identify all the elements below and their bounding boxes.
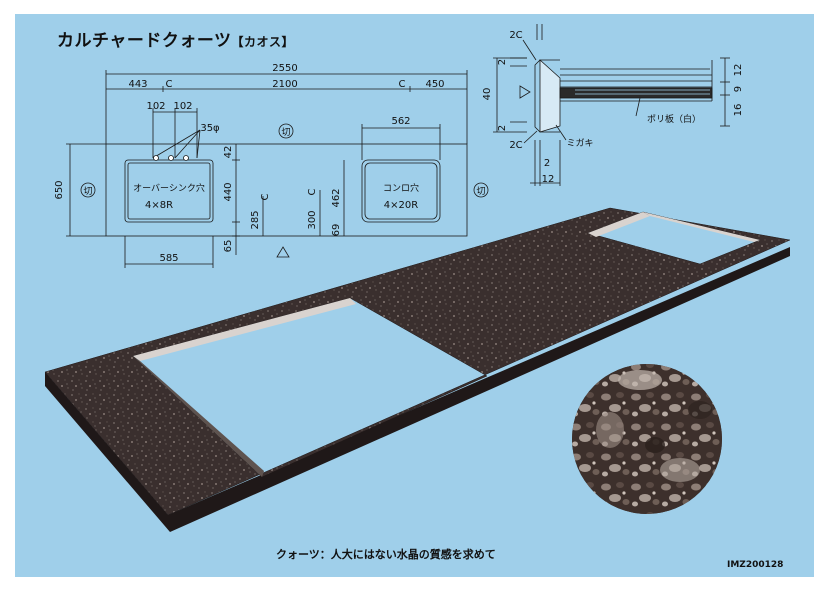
dim-depth: 650 (54, 180, 65, 199)
dim-hole-diameter: 35φ (200, 123, 220, 134)
layer-9: 9 (733, 86, 744, 92)
section-height: 40 (482, 88, 493, 101)
dim-300-c: C (307, 188, 318, 195)
sink-corner-radius: 4×8R (145, 200, 173, 211)
dim-2-small: 2 (544, 158, 550, 169)
plan-labels: 2550 443 C 2100 C 450 102 102 35φ 切 切 切 … (54, 63, 486, 264)
cut-mark-right: 切 (476, 186, 485, 197)
dim-462: 462 (331, 188, 342, 207)
caption: クォーツ：人大にはない水晶の質感を求めて (276, 548, 496, 561)
sink-label: オーバーシンク穴 (133, 182, 205, 194)
countertop-rendering (44, 207, 791, 532)
dim-segment-center: 2100 (272, 79, 297, 90)
dim-12-bottom: 12 (542, 174, 555, 185)
dim-300: 300 (307, 210, 318, 229)
layer-12: 12 (733, 64, 744, 77)
dim-stove-width: 562 (391, 116, 410, 127)
chamfer-top: 2C (509, 30, 522, 41)
stove-corner-radius: 4×20R (384, 200, 418, 211)
dim-overall-width: 2550 (272, 63, 297, 74)
cut-mark-top: 切 (281, 127, 290, 138)
dim-69: 69 (331, 224, 342, 237)
section-labels: 2C 2C 2 2 40 12 9 16 ポリ板（白） ミガキ 2 12 (482, 30, 744, 185)
stone-swatch (572, 364, 722, 514)
dim-285: 285 (250, 210, 261, 229)
board-label: ポリ板（白） (647, 113, 701, 125)
dim-segment-left: 443 (128, 79, 147, 90)
title-variant: 【カオス】 (231, 35, 295, 49)
cut-mark-left: 切 (83, 186, 92, 197)
product-code: IMZ200128 (727, 560, 784, 570)
chamfer-bottom: 2C (509, 140, 522, 151)
page-title: カルチャードクォーツ【カオス】 (57, 26, 294, 51)
dim-2-top: 2 (497, 59, 508, 65)
dim-42: 42 (223, 146, 234, 159)
dim-segment-right: 450 (425, 79, 444, 90)
dim-sink-width: 585 (159, 253, 178, 264)
dim-hole-spacing-b: 102 (173, 101, 192, 112)
title-main: カルチャードクォーツ (57, 31, 232, 51)
dim-440: 440 (223, 182, 234, 201)
dim-hole-spacing-a: 102 (146, 101, 165, 112)
dim-2-bottom: 2 (497, 125, 508, 131)
plan-drawing (66, 70, 489, 268)
center-mark-right: C (399, 79, 406, 90)
layer-16: 16 (733, 104, 744, 117)
stove-label: コンロ穴 (383, 182, 419, 194)
dim-65: 65 (223, 240, 234, 253)
section-drawing (493, 24, 730, 186)
dim-285-c: C (260, 193, 271, 200)
polish-label: ミガキ (566, 138, 593, 149)
center-mark-left: C (166, 79, 173, 90)
